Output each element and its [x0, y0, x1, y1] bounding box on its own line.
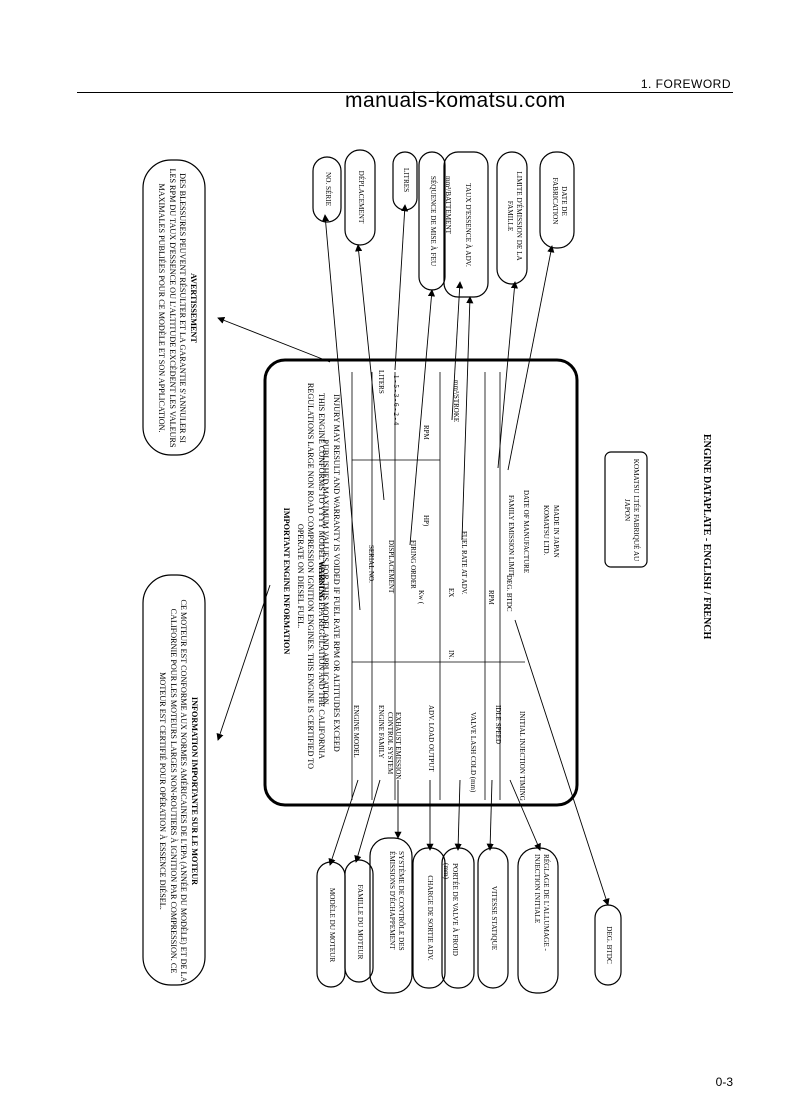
label-hp: HP) [422, 515, 430, 527]
watermark: manuals-komatsu.com [345, 89, 566, 112]
label-exhaust: EXHAUST EMISSION CONTROL SYSTEM [386, 712, 402, 780]
right-label-firing: SÉQUENCE DE MISE À FEU [429, 175, 437, 267]
right-label-displacement: DÉPLACEMENT [357, 170, 365, 224]
label-in: IN. [447, 650, 455, 660]
left-label-idle: VITESSE STATIQUE [490, 885, 498, 951]
warning-fr-body: DES BLESSURES PEUVENT RÉSULTER ET LA GAR… [157, 168, 188, 448]
right-label-emission: LIMITE D'ÉMISSION DE LA FAMILLE [506, 171, 523, 261]
left-label-engine-family: FAMILLE DU MOTEUR [356, 884, 364, 960]
plate-warning: INJURY MAY RESULT AND WARRANTY IS VOIDED… [321, 394, 342, 752]
notice-fr-body: CE MOTEUR EST CONFORME AUX NORMES AMÉRIC… [158, 599, 189, 983]
left-label-deg-btdc: DEG. BTDC [605, 926, 613, 964]
label-fuel-rate: FUEL RATE AT ADV. [460, 531, 468, 595]
label-adv-load: ADV. LOAD OUTPUT [427, 705, 435, 772]
komatsu-fr: KOMATSU LTÉE FABRIQUÉ AU JAPON [623, 458, 640, 562]
right-label-fuel-rate: TAUX D'ESSENCE À ADV. [464, 183, 472, 267]
right-label-liters: LITRES [402, 167, 410, 193]
left-label-engine-model: MODÈLE DU MOTEUR [328, 887, 336, 963]
left-label-injection: RÉGLAGE DE L'ALLUMAGE - INJECTION INITIA… [533, 854, 550, 951]
left-label-adv-load: CHARGE DE SORTIE ADV. [426, 875, 434, 961]
right-label-stroke: mm³/BATTEMENT [444, 175, 452, 235]
header-rule [77, 92, 733, 93]
right-label-date: DATE DE FABRICATION [551, 177, 568, 225]
right-label-serial: NO. SÉRIE [324, 172, 332, 206]
label-deg-btdc: DEG. BTDC [505, 575, 513, 612]
label-maker: KOMATSU LTD. [542, 505, 550, 556]
label-liters: LITERS [377, 370, 385, 394]
label-serial-no: SERIAL NO. [367, 545, 375, 583]
label-kw: Kw ( [417, 590, 425, 605]
label-rpm: RPM [422, 425, 430, 440]
notice-fr-title: INFORMATION IMPORTANTE SUR LE MOTEUR [190, 696, 199, 886]
warning-fr-title: AVERTISSEMENT [189, 273, 198, 343]
left-label-exhaust: SYSTÈME DE CONTRÔLE DES ÉMISSIONS D'ÉCHA… [388, 851, 405, 951]
label-fuel-unit: mm³/STROKE [452, 380, 460, 423]
page-number: 0-3 [715, 1075, 733, 1089]
label-rpm2: RPM [487, 590, 495, 605]
label-valve-lash: VALVE LASH COLD (mm) [469, 712, 477, 793]
section-header: 1. FOREWORD [640, 77, 731, 91]
label-displacement: DISPLACEMENT [387, 540, 395, 594]
label-made-in: MADE IN JAPAN [552, 505, 560, 558]
notice-fr: INFORMATION IMPORTANTE SUR LE MOTEUR CE … [147, 591, 200, 991]
label-engine-model: ENGINE MODEL [352, 705, 360, 758]
label-idle-speed: IDLE SPEED [494, 705, 502, 745]
caption: ENGINE DATAPLATE - ENGLISH / FRENCH [701, 434, 712, 640]
left-label-valve: PORTÉE DE VALVE À FROID (mm) [442, 863, 459, 956]
firing-sequence: 1 - 5 - 3 - 6 - 2 - 4 [392, 375, 400, 426]
label-initial-injection: INITIAL INJECTION TIMING [518, 711, 526, 801]
label-date-mfr: DATE OF MANUFACTURE [522, 490, 530, 574]
warning-fr: AVERTISSEMENT DES BLESSURES PEUVENT RÉSU… [146, 168, 199, 448]
